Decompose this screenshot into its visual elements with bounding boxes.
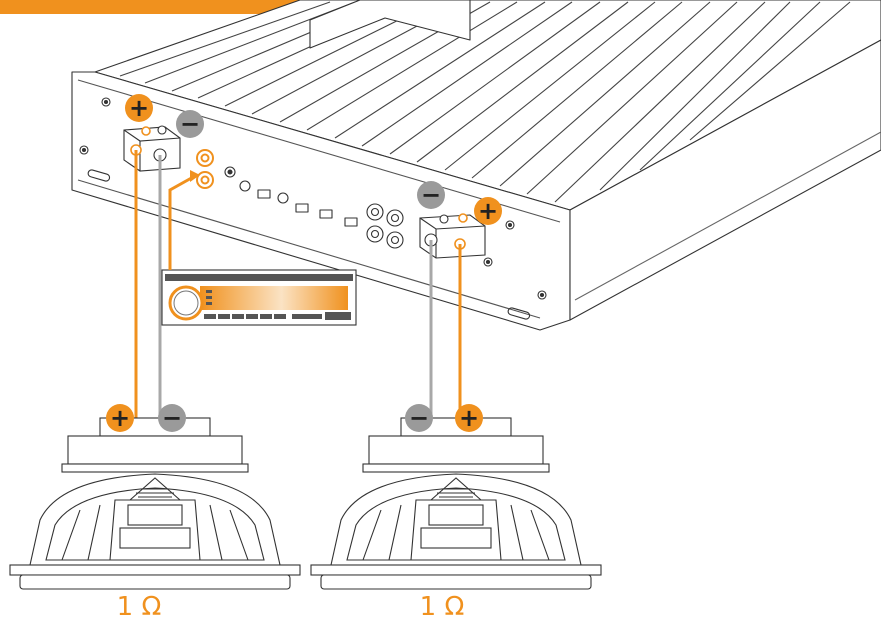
plus-terminal-icon: + (125, 94, 153, 122)
subwoofer-icon (310, 417, 602, 590)
speaker-2-impedance-label: 1 Ω (419, 592, 465, 622)
rca-signal-arrow (190, 170, 200, 182)
speaker-wires (134, 150, 462, 418)
head-unit-icon (161, 269, 357, 326)
logo-plate (309, 0, 471, 49)
right-output-terminal-block (419, 213, 486, 259)
minus-terminal-icon: − (158, 404, 186, 432)
subwoofer-icon (9, 417, 301, 590)
minus-terminal-icon: − (176, 110, 204, 138)
minus-terminal-icon: − (405, 404, 433, 432)
minus-terminal-icon: − (417, 181, 445, 209)
speaker-1-impedance-label: 1 Ω (116, 592, 162, 622)
front-controls (224, 166, 404, 249)
plus-terminal-icon: + (474, 197, 502, 225)
left-output-terminal-block (123, 125, 181, 172)
rca-jack-icon (196, 149, 214, 189)
rca-signal-cable (168, 174, 196, 270)
amplifier-side (569, 39, 881, 321)
plus-terminal-icon: + (455, 404, 483, 432)
plus-terminal-icon: + (106, 404, 134, 432)
